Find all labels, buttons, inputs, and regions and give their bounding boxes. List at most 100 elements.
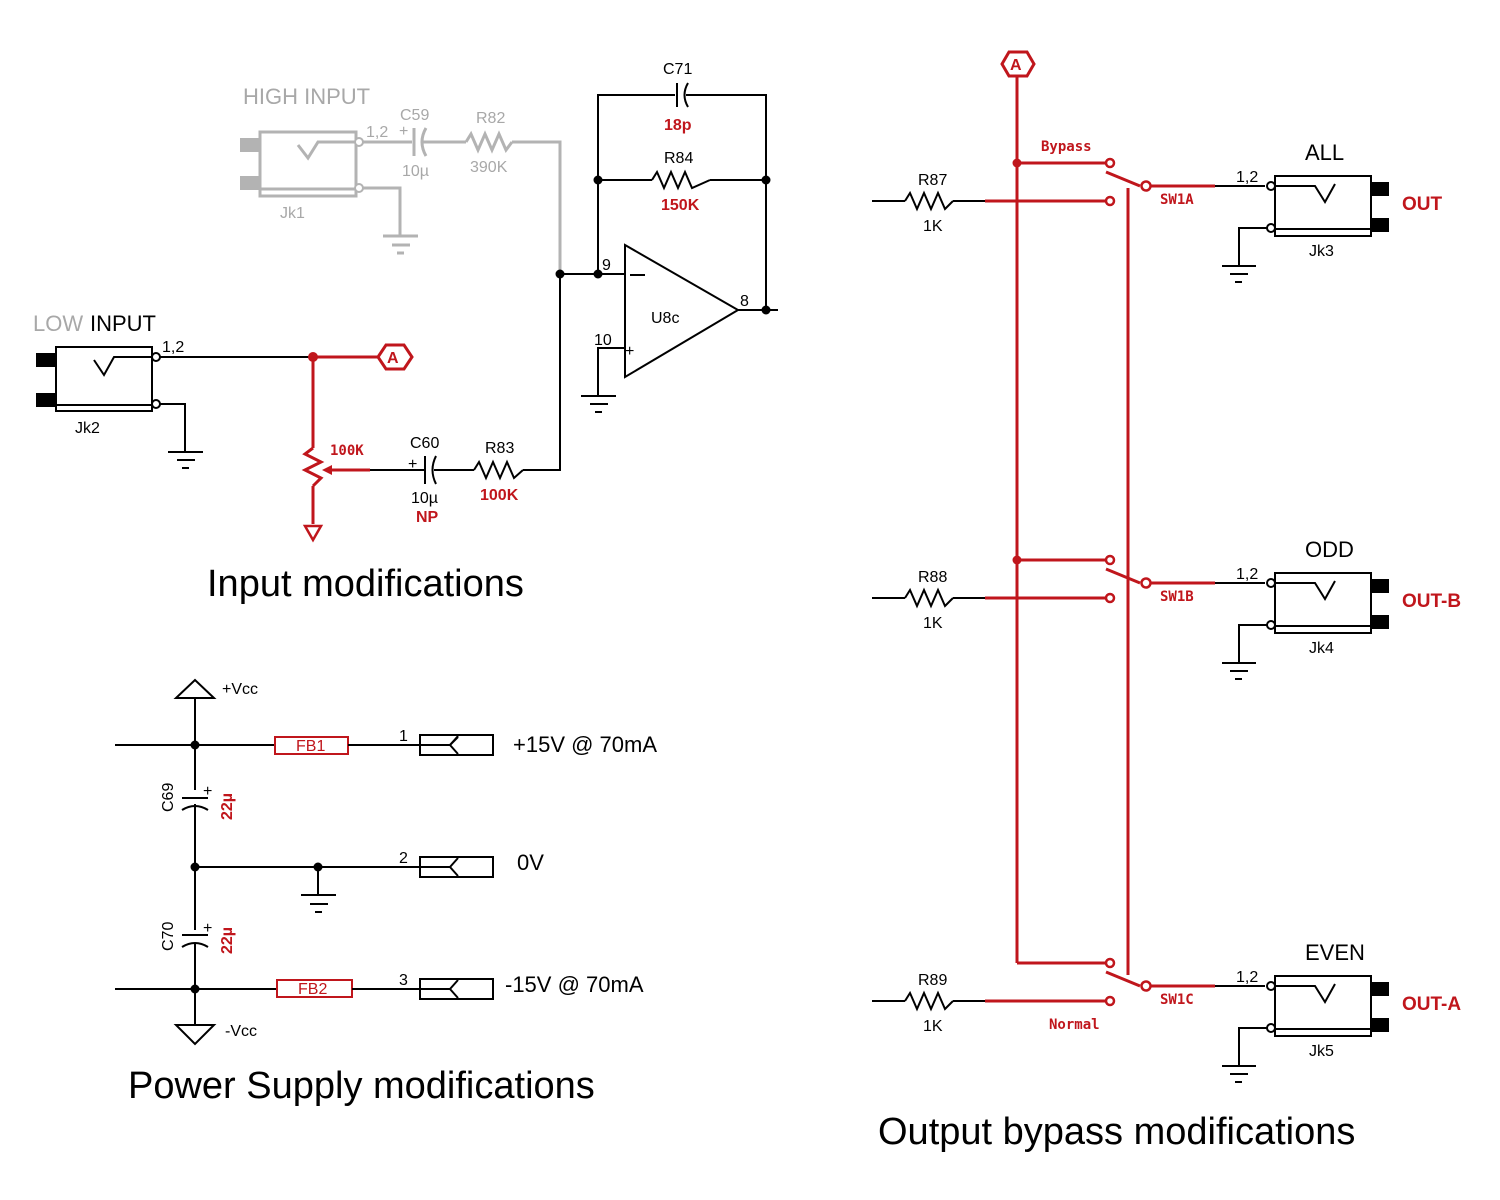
u8c-pin-8: 8 <box>740 293 749 310</box>
normal-label: Normal <box>1049 1017 1100 1033</box>
jk2-ref: Jk2 <box>75 420 100 437</box>
switch-contact-bypass <box>1104 157 1116 169</box>
pot-value: 100K <box>330 443 364 459</box>
input-section-title: Input modifications <box>207 563 524 605</box>
ground-icon <box>581 395 616 413</box>
resistor-value: 1K <box>923 218 943 235</box>
output-label: OUT-A <box>1402 994 1461 1015</box>
r83-value: 100K <box>480 487 519 504</box>
jk1-pins: 1,2 <box>366 124 388 141</box>
r82-value: 390K <box>470 159 508 176</box>
switch-arm-icon <box>1105 567 1141 585</box>
connector-pin-2-icon <box>419 856 494 878</box>
low-label-input: INPUT <box>90 311 156 336</box>
c71-ref: C71 <box>663 61 692 78</box>
potentiometer-icon <box>301 446 325 488</box>
vcc-pos-label: +Vcc <box>222 681 258 698</box>
switch-arm-icon <box>1105 170 1141 188</box>
jack-jk2-icon <box>36 346 161 412</box>
output-section-title: Output bypass modifications <box>878 1111 1355 1153</box>
resistor-icon <box>904 587 954 609</box>
fb2-label: FB2 <box>298 981 327 998</box>
switch-contact-bypass <box>1104 957 1116 969</box>
output-bypass-group: A Bypass Normal <box>1000 50 1130 1033</box>
capacitor-c71-icon <box>676 82 689 108</box>
resistor-r83-icon <box>473 459 524 481</box>
jack-icon <box>1266 572 1389 634</box>
c70-ref: C70 <box>160 922 177 951</box>
resistor-icon <box>904 990 954 1012</box>
resistor-r84-icon <box>651 169 711 191</box>
ground-icon <box>1222 1065 1256 1083</box>
pin-2-label: 2 <box>399 850 408 867</box>
jk1-ref: Jk1 <box>280 205 305 222</box>
switch-contact-normal <box>1104 195 1116 207</box>
output-label: OUT-B <box>1402 591 1461 612</box>
jack-pins: 1,2 <box>1236 969 1258 986</box>
u8c-plus: + <box>625 343 634 360</box>
svg-text:A: A <box>387 350 399 367</box>
jack-pins: 1,2 <box>1236 169 1258 186</box>
resistor-r82-icon <box>464 130 514 154</box>
power-section-title: Power Supply modifications <box>128 1065 595 1107</box>
jack-icon <box>1266 975 1389 1037</box>
switch-arm-icon <box>1105 970 1141 988</box>
switch-label: SW1C <box>1160 992 1194 1008</box>
jack-channel-name: ALL <box>1305 140 1344 165</box>
jack-ref: Jk5 <box>1309 1043 1334 1060</box>
switch-label: SW1A <box>1160 192 1194 208</box>
output-channel: R87 1K SW1A 1,2 ALL Jk3 OUT <box>872 140 1443 283</box>
vcc-neg-label: -Vcc <box>225 1023 257 1040</box>
opamp-u8c-icon <box>624 243 740 379</box>
u8c-pin-9: 9 <box>602 257 611 274</box>
r82-ref: R82 <box>476 110 505 127</box>
c59-ref: C59 <box>400 107 429 124</box>
high-input-label: HIGH INPUT <box>243 84 370 109</box>
jack-channel-name: EVEN <box>1305 940 1365 965</box>
pin-1-desc: +15V @ 70mA <box>513 732 657 757</box>
switch-label: SW1B <box>1160 589 1194 605</box>
resistor-icon <box>904 190 954 212</box>
r84-ref: R84 <box>664 150 693 167</box>
u8c-ref: U8c <box>651 310 679 327</box>
opamp-group: C71 18p R84 150K 9 + U8c 10 8 <box>555 61 778 413</box>
ground-icon <box>1222 662 1256 680</box>
switch-contact-normal <box>1104 995 1116 1007</box>
capacitor-c70-icon <box>181 930 209 948</box>
c60-polarity: + <box>408 456 417 473</box>
output-channels: R871KSW1A1,2ALLJk3OUTR881KSW1B1,2ODDJk4O… <box>872 140 1461 1083</box>
low-input-group: LOW INPUT Jk2 1,2 A <box>33 274 561 543</box>
output-channel: R89 1K SW1C 1,2 EVEN Jk5 OUT-A <box>872 940 1461 1083</box>
resistor-value: 1K <box>923 615 943 632</box>
r84-value: 150K <box>661 197 700 214</box>
resistor-ref: R89 <box>918 972 947 989</box>
switch-contact-normal <box>1104 592 1116 604</box>
net-tag-a-icon: A <box>376 343 414 371</box>
jk2-pins: 1,2 <box>162 339 184 356</box>
vcc-positive-icon <box>173 678 217 699</box>
c59-value: 10µ <box>402 163 429 180</box>
connector-pin-3-icon <box>419 978 494 1000</box>
c60-ref: C60 <box>410 435 439 452</box>
c70-polarity: + <box>203 920 212 937</box>
resistor-value: 1K <box>923 1018 943 1035</box>
resistor-ref: R88 <box>918 569 947 586</box>
u8c-pin-10: 10 <box>594 332 612 349</box>
resistor-ref: R87 <box>918 172 947 189</box>
jack-ref: Jk3 <box>1309 243 1334 260</box>
ground-icon <box>301 894 336 913</box>
pin-3-label: 3 <box>399 972 408 989</box>
ground-icon <box>1222 265 1256 283</box>
jack-jk1-icon <box>240 130 364 198</box>
high-input-group: HIGH INPUT Jk1 1,2 + C59 10µ <box>240 84 562 270</box>
fb1-label: FB1 <box>296 738 325 755</box>
c69-value: 22µ <box>219 793 236 820</box>
pin-2-desc: 0V <box>517 850 544 875</box>
power-supply-group: +Vcc -Vcc FB1 1 +15V @ 70mA + C69 22µ <box>115 678 657 1046</box>
capacitor-c69-icon <box>181 790 209 811</box>
c60-note: NP <box>416 509 439 526</box>
output-label: OUT <box>1402 194 1443 215</box>
bypass-label: Bypass <box>1041 139 1092 155</box>
